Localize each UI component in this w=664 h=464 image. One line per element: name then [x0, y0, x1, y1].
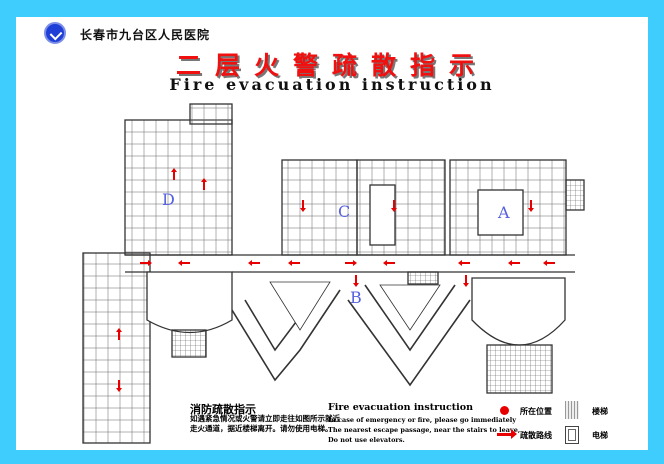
legend-body-en-line: The nearest escape passage, near the sta… — [328, 426, 521, 434]
legend-body-en: In case of emergency or fire, please go … — [328, 415, 521, 445]
zone-label-c: C — [338, 202, 350, 221]
legend-location-label: 所在位置 — [520, 406, 552, 416]
route-arrow — [288, 260, 300, 266]
elevator-icon — [565, 426, 579, 444]
right-hall — [471, 277, 566, 346]
block-c — [281, 159, 358, 256]
route-arrow — [300, 200, 306, 212]
route-arrow — [383, 260, 395, 266]
stairs-icon — [565, 401, 579, 419]
legend-body-en-line: In case of emergency or fire, please go … — [328, 416, 516, 424]
route-arrow — [345, 260, 357, 266]
legend-title-en: Fire evacuation instruction — [328, 402, 474, 413]
route-arrow — [508, 260, 520, 266]
left-wing — [82, 252, 151, 444]
route-arrow — [528, 200, 534, 212]
route-arrow — [543, 260, 555, 266]
title-chinese: 二层火警疏散指示 — [175, 51, 488, 80]
legend-body-en-line: Do not use elevators. — [328, 436, 405, 444]
location-dot-icon — [500, 406, 509, 415]
route-arrow — [140, 260, 152, 266]
route-arrow — [248, 260, 260, 266]
route-arrow — [391, 200, 397, 212]
legend-route-label: 疏散路线 — [520, 430, 552, 440]
title-english: Fire evacuation instruction — [169, 75, 495, 94]
route-arrow — [201, 178, 207, 190]
route-arrow-icon — [497, 429, 517, 439]
legend-body-cn: 如遇紧急情况或火警请立即走往如图所示就近走火通道，据近楼梯离开。请勿使用电梯。 — [190, 414, 340, 433]
route-arrow — [116, 328, 122, 340]
route-arrow — [116, 380, 122, 392]
zone-label-d: D — [162, 190, 175, 209]
block-d — [124, 119, 233, 256]
evacuation-arrows — [116, 168, 555, 392]
legend-title-cn: 消防疏散指示 — [190, 403, 256, 416]
route-arrow — [458, 260, 470, 266]
zone-label-a: A — [497, 203, 510, 222]
left-hall — [146, 271, 233, 334]
v-wing-right — [347, 284, 471, 387]
zone-label-b: B — [350, 288, 362, 307]
hospital-name: 长春市九台区人民医院 — [80, 28, 211, 42]
route-arrow — [463, 275, 469, 287]
route-arrow — [178, 260, 190, 266]
legend-elevator-label: 电梯 — [592, 430, 608, 440]
legend-stairs-label: 楼梯 — [592, 406, 608, 416]
route-arrow — [171, 168, 177, 180]
hospital-logo — [44, 22, 66, 44]
route-arrow — [353, 275, 359, 287]
